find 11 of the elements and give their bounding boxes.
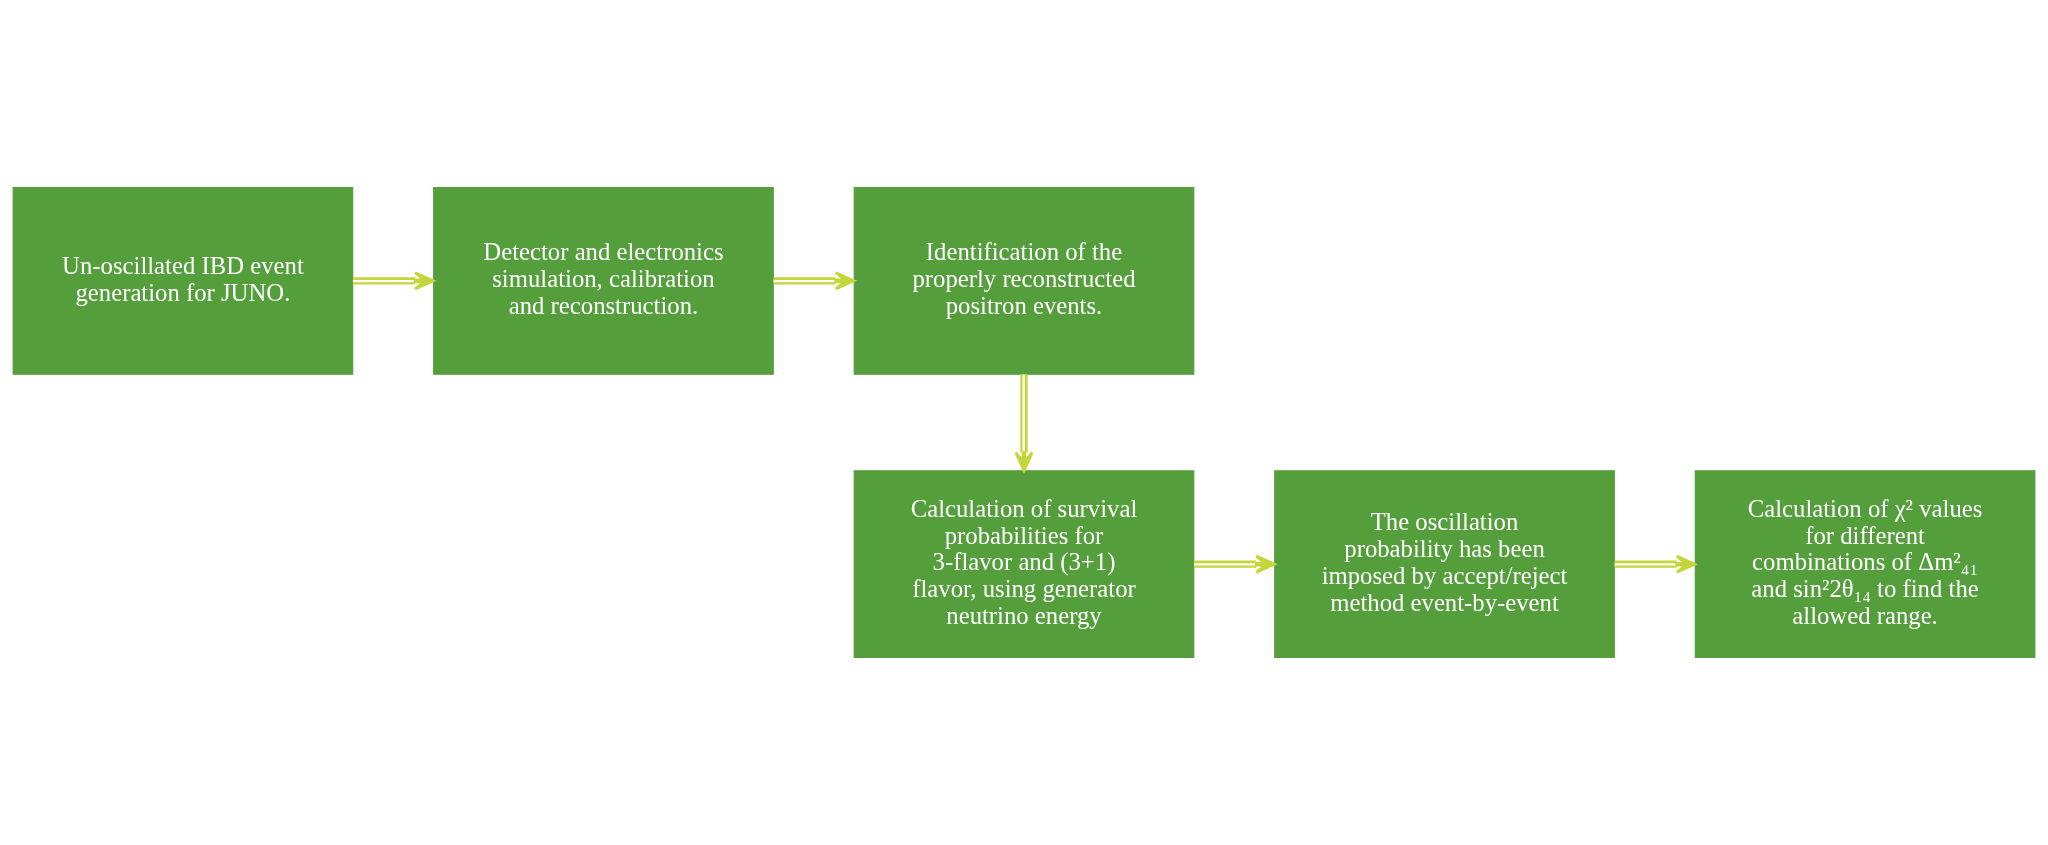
node-box: Detector and electronics simulation, calibration and reconstruction.	[433, 186, 774, 375]
arrow	[773, 271, 856, 291]
node-box: Calculation of survival probabilities for 3-flavor and (3+1) flavor, using generator neutrino energy	[853, 470, 1195, 659]
node-box: The oscillation probability has been imposed by accept/reject method event-by-event	[1274, 470, 1615, 659]
node-box: Un-oscillated IBD event generation for JUNO.	[12, 186, 354, 375]
arrow	[352, 271, 435, 291]
node-box: Identification of the properly reconstructed positron events.	[853, 186, 1195, 375]
arrow	[1614, 554, 1697, 574]
node-box: Calculation of χ² values for different combinations of Δm²₄₁ and sin²2θ₁₄ to find the allowed range.	[1694, 470, 2036, 659]
arrow	[1194, 554, 1276, 574]
arrow	[1014, 374, 1034, 472]
